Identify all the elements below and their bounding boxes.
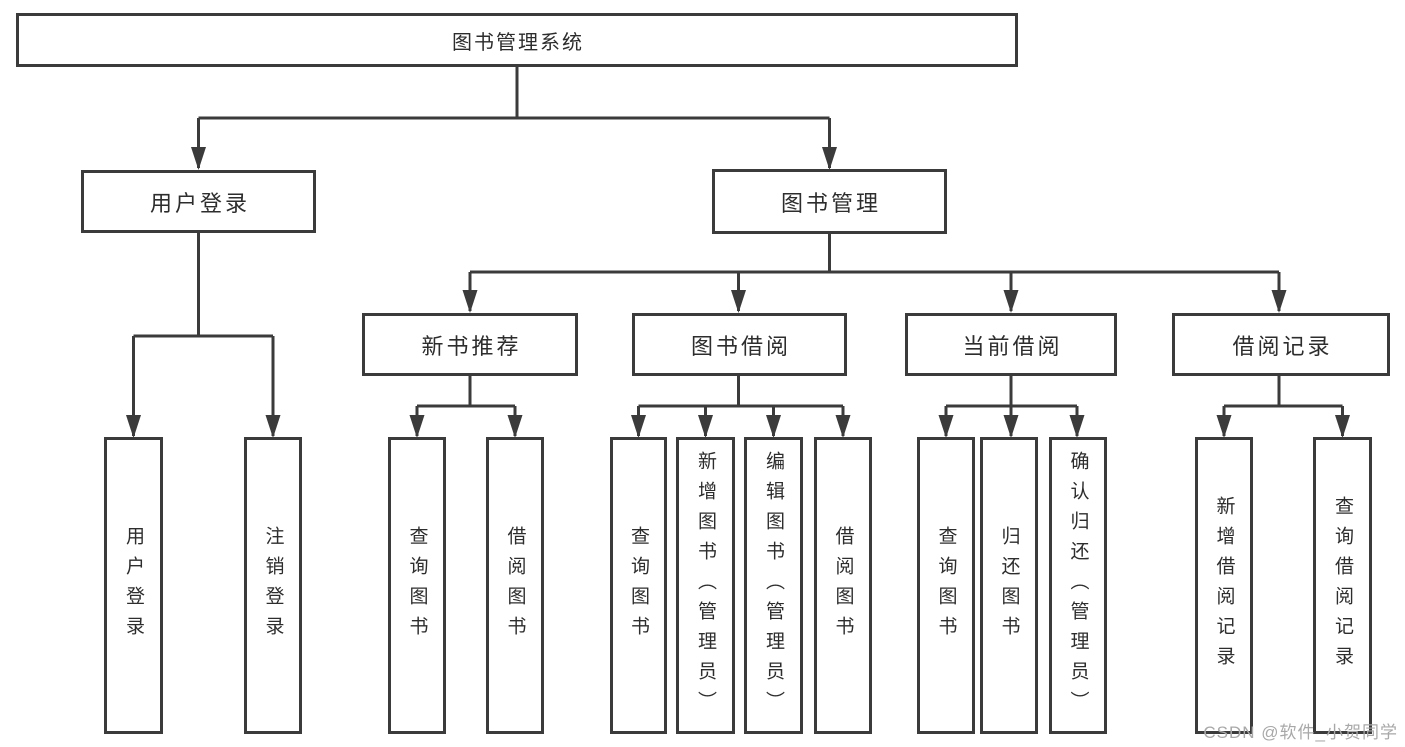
leaf-borrow-books-borrow-label: 借阅图书 <box>832 525 854 646</box>
node-root-label: 图书管理系统 <box>452 31 584 54</box>
csdn-watermark: CSDN @软件_小贺同学 <box>1203 723 1398 742</box>
leaf-user-login: 用户登录 <box>104 437 163 734</box>
node-current-borrowing: 当前借阅 <box>905 313 1117 376</box>
leaf-query-books-borrow-label: 查询图书 <box>628 525 649 646</box>
node-current-borrowing-label: 当前借阅 <box>962 333 1063 359</box>
leaf-query-books-recommend-label: 查询图书 <box>406 525 428 646</box>
leaf-query-books-recommend: 查询图书 <box>388 437 446 734</box>
node-borrowing-records: 借阅记录 <box>1172 313 1390 376</box>
leaf-user-login-label: 用户登录 <box>123 525 144 646</box>
leaf-query-borrow-record-label: 查询借阅记录 <box>1332 495 1353 676</box>
leaf-query-books-current-label: 查询图书 <box>935 525 957 646</box>
leaf-logout-label: 注销登录 <box>262 525 284 646</box>
leaf-add-borrow-record: 新增借阅记录 <box>1195 437 1253 734</box>
node-new-book-recommendation: 新书推荐 <box>362 313 578 376</box>
leaf-logout: 注销登录 <box>244 437 302 734</box>
leaf-query-books-current: 查询图书 <box>917 437 975 734</box>
node-book-management: 图书管理 <box>712 169 947 234</box>
leaf-return-books-label: 归还图书 <box>998 525 1020 646</box>
leaf-confirm-return-admin-label: 确认归还（管理员） <box>1067 450 1089 721</box>
node-book-borrowing: 图书借阅 <box>632 313 847 376</box>
leaf-confirm-return-admin: 确认归还（管理员） <box>1049 437 1107 734</box>
leaf-add-books-admin-label: 新增图书（管理员） <box>695 450 716 721</box>
node-new-book-recommendation-label: 新书推荐 <box>421 333 522 359</box>
leaf-borrow-books-recommend-label: 借阅图书 <box>504 525 526 646</box>
leaf-edit-books-admin: 编辑图书（管理员） <box>744 437 803 734</box>
leaf-query-books-borrow: 查询图书 <box>610 437 667 734</box>
leaf-add-borrow-record-label: 新增借阅记录 <box>1213 495 1235 676</box>
leaf-borrow-books-recommend: 借阅图书 <box>486 437 544 734</box>
leaf-borrow-books-borrow: 借阅图书 <box>814 437 872 734</box>
node-user-login: 用户登录 <box>81 170 316 233</box>
leaf-add-books-admin: 新增图书（管理员） <box>676 437 735 734</box>
node-book-borrowing-label: 图书借阅 <box>690 333 791 359</box>
leaf-return-books: 归还图书 <box>980 437 1038 734</box>
node-root-library-management-system: 图书管理系统 <box>16 13 1018 67</box>
leaf-edit-books-admin-label: 编辑图书（管理员） <box>763 450 784 721</box>
leaf-query-borrow-record: 查询借阅记录 <box>1313 437 1372 734</box>
node-borrowing-records-label: 借阅记录 <box>1232 333 1333 359</box>
node-book-management-label: 图书管理 <box>780 190 881 216</box>
node-user-login-label: 用户登录 <box>149 190 250 216</box>
